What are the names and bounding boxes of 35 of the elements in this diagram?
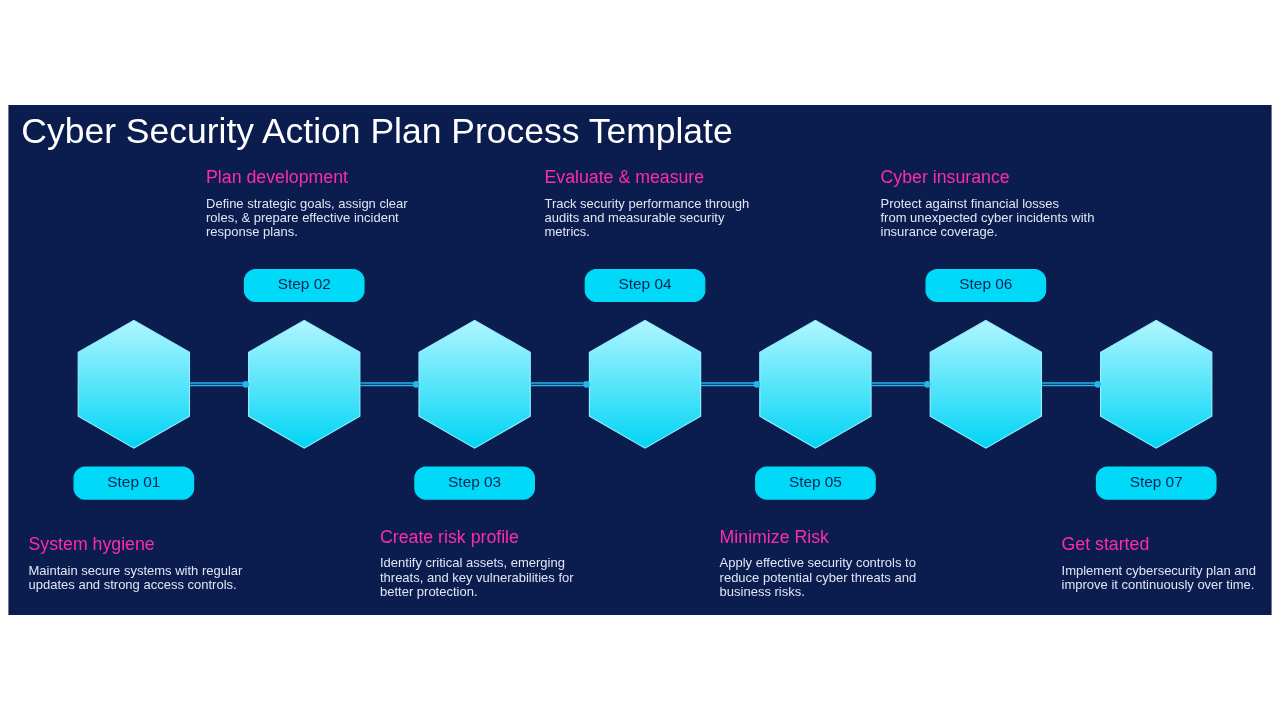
node-label: Evaluate & measure	[544, 167, 705, 188]
node-label: Create risk profile	[379, 526, 519, 547]
node-box: Step 05	[755, 466, 876, 500]
node-label: Protect against financial losses from unexpected cyber incidents with insurance coverage.	[880, 195, 1095, 240]
node-box: Step 01	[73, 466, 195, 500]
diagram-title: Cyber Security Action Plan Process Template	[21, 110, 733, 151]
node-hexagon	[588, 319, 702, 449]
node-hexagon	[929, 319, 1042, 449]
node-label: Minimize Risk	[719, 526, 829, 547]
node-hexagon	[1100, 319, 1213, 449]
node-label: Maintain secure systems with regular updates and strong access controls.	[28, 562, 243, 592]
node-hexagon	[759, 319, 872, 449]
connector	[359, 380, 420, 388]
connector	[700, 380, 761, 388]
node-label: Plan development	[206, 167, 349, 188]
node-box: Step 02	[243, 268, 365, 302]
node-box: Step 03	[414, 466, 535, 500]
connector	[529, 380, 590, 388]
node-label: Implement cybersecurity plan and improve it continuously over time.	[1061, 562, 1256, 592]
node-box: Step 06	[925, 268, 1047, 302]
node-label: Track security performance through audits and measurable security metrics.	[544, 195, 750, 240]
node-label: System hygiene	[28, 533, 155, 554]
node-label: Define strategic goals, assign clear roles, & prepare effective incident response plans.	[206, 195, 408, 240]
connector	[870, 380, 931, 388]
node-label: Cyber insurance	[880, 167, 1010, 188]
node-label: Apply effective security controls to reduce potential cyber threats and business risks.	[719, 555, 917, 599]
node-hexagon	[418, 319, 531, 449]
node-box: Step 07	[1095, 466, 1217, 500]
node-label: Get started	[1061, 533, 1150, 554]
node-box: Step 04	[584, 268, 706, 302]
node-hexagon	[77, 319, 191, 449]
node-label: Identify critical assets, emerging threats, and key vulnerabilities for better protection.	[379, 555, 574, 599]
connector	[189, 380, 250, 388]
node-hexagon	[248, 319, 361, 449]
connector	[1040, 380, 1102, 388]
